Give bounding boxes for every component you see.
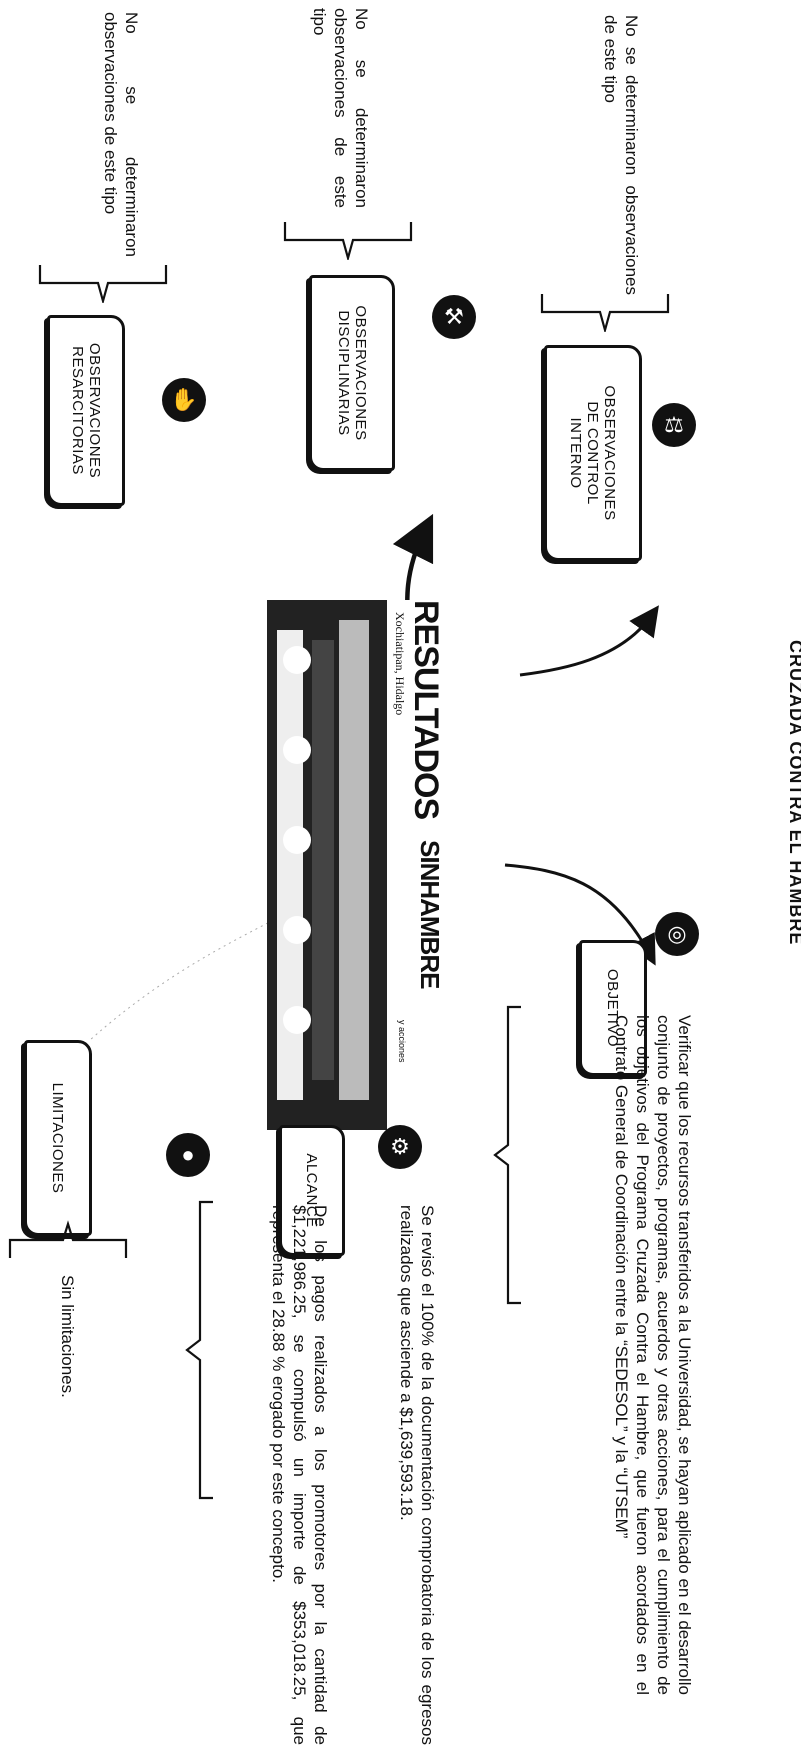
node-disciplinarias[interactable]: OBSERVACIONES DISCIPLINARIAS [309,275,395,471]
limitaciones-text: Sin limitaciones. [58,1275,77,1398]
node-limitaciones[interactable]: LIMITACIONES [24,1040,92,1236]
objetivo-text: Verificar que los recursos transferidos … [612,1015,694,1695]
scales-icon: ⚖ [652,403,696,447]
center-title-sinhambre: SINHAMBRE [415,840,445,989]
node-limitaciones-label: LIMITACIONES [49,1082,67,1194]
disciplinarias-line-1: OBSERVACIONES [352,305,369,441]
center-small-note: y acciones [397,1020,407,1063]
resarcitorias-line-2: RESARCITORIAS [69,346,86,475]
disciplinarias-line-2: DISCIPLINARIAS [335,310,352,436]
center-location: Xochiatipan, Hidalgo [393,612,407,716]
control-interno-line-1: OBSERVACIONES [601,385,619,521]
central-photo: RESULTADOS SINHAMBRE Xochiatipan, Hidalg… [267,600,445,1130]
control-interno-line-2: DE CONTROL [584,401,602,505]
resarcitorias-brace [38,265,168,303]
limitaciones-brace [8,1220,128,1258]
alcance-text-2: De los pagos realizados a los promotores… [269,1205,330,1745]
center-title-resultados: RESULTADOS [407,600,445,820]
resarcitorias-text: No se determinaron observaciones de este… [101,12,141,257]
gavel-icon: ⚒ [432,295,476,339]
disciplinarias-brace [283,222,413,260]
disciplinarias-text: No se determinaron observaciones de este… [310,8,371,208]
arrow-to-objetivo [504,863,656,966]
dotted-to-limitaciones [89,899,311,1041]
arrow-to-control-interno [519,605,659,677]
control-interno-text: No se determinaron observaciones de este… [601,15,641,295]
alcance-brace [185,1200,213,1500]
node-control-interno[interactable]: OBSERVACIONES DE CONTROL INTERNO [544,345,642,561]
gears-icon: ⚙ [378,1125,422,1169]
traffic-light-icon: ● [166,1133,210,1177]
objetivo-brace [493,1005,521,1305]
node-resarcitorias[interactable]: OBSERVACIONES RESARCITORIAS [47,315,125,506]
control-interno-brace [540,294,670,332]
control-interno-line-3: INTERNO [567,417,585,489]
money-hand-icon: ✋ [162,378,206,422]
alcance-text-1: Se revisó el 100% de la documentación co… [397,1205,437,1745]
resarcitorias-line-1: OBSERVACIONES [86,342,103,479]
target-icon: ◎ [655,912,699,956]
